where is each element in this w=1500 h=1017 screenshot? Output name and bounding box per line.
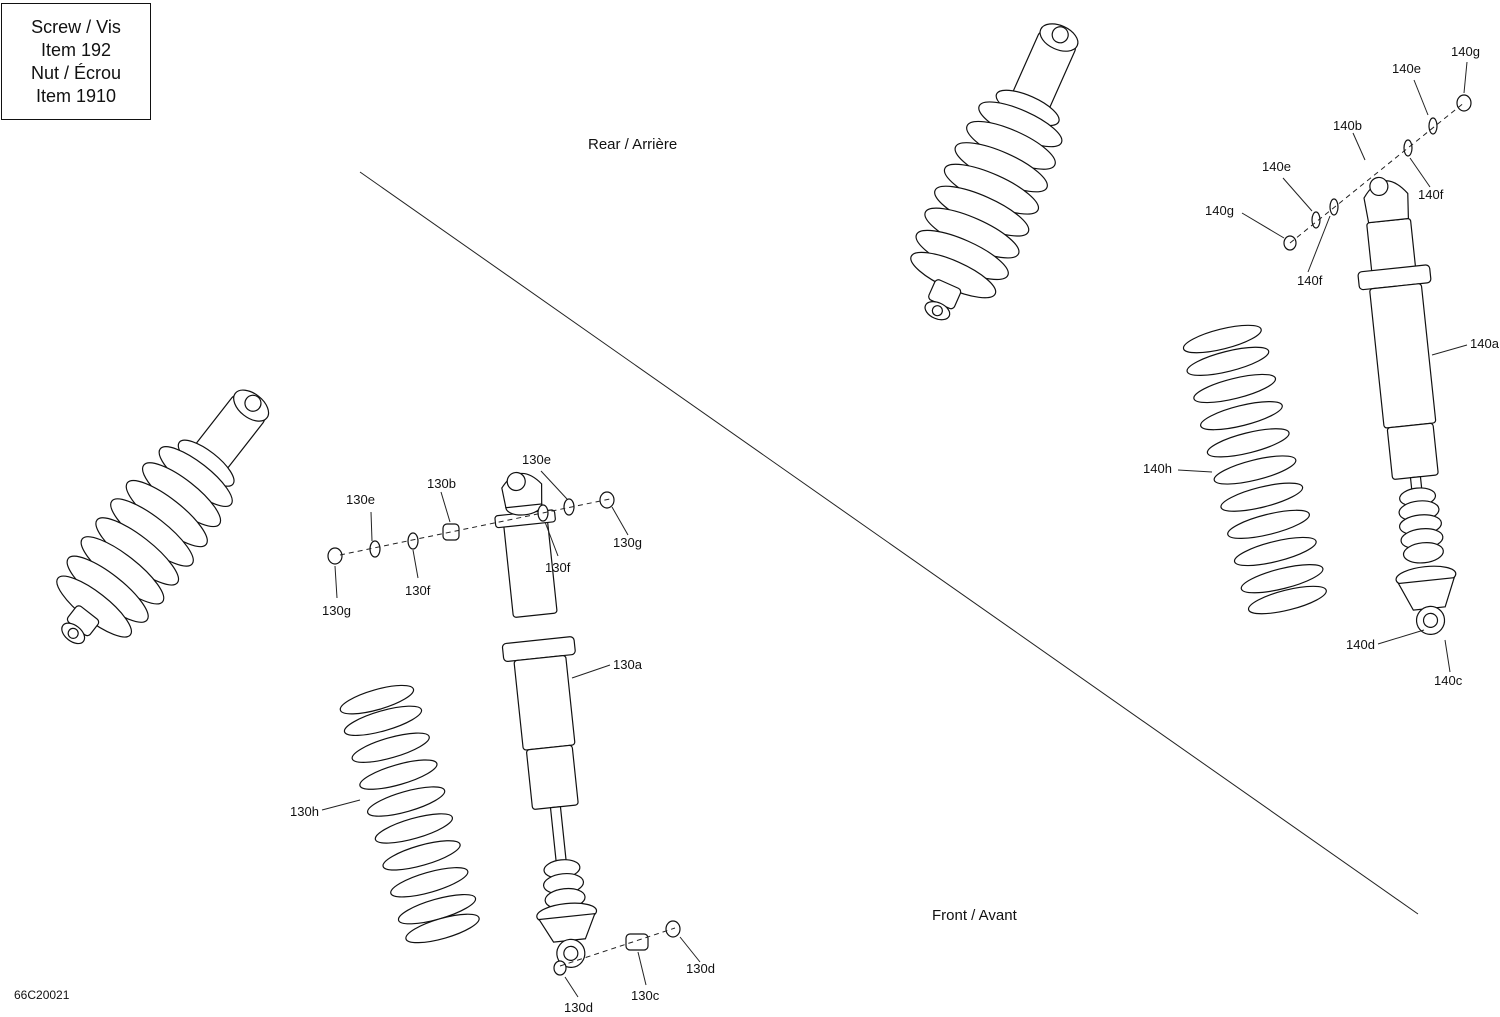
callout-130g-right: 130g bbox=[613, 535, 642, 550]
front-section-label: Front / Avant bbox=[932, 907, 1018, 924]
legend-screw-item: Item 192 bbox=[40, 39, 112, 60]
washer-140f-right bbox=[1403, 139, 1413, 157]
legend-box: Screw / Vis Item 192 Nut / Écrou Item 19… bbox=[1, 3, 151, 120]
callout-140g-right: 140g bbox=[1451, 44, 1480, 59]
callout-140h: 140h bbox=[1143, 461, 1172, 476]
callout-130e-left: 130e bbox=[346, 492, 375, 507]
front-shock-assembled bbox=[56, 389, 270, 645]
rear-shock-exploded: 140b 140e 140g 140e 140g 140f 140f 140a … bbox=[1143, 44, 1500, 688]
callout-140d: 140d bbox=[1346, 637, 1375, 652]
callout-140a: 140a bbox=[1470, 336, 1500, 351]
callout-130h: 130h bbox=[290, 804, 319, 819]
callout-130b: 130b bbox=[427, 476, 456, 491]
washer-140e-right bbox=[1428, 117, 1438, 135]
legend-nut: Nut / Écrou bbox=[30, 62, 122, 83]
rear-section-label: Rear / Arrière bbox=[588, 136, 677, 153]
callout-130f-left: 130f bbox=[405, 583, 431, 598]
washer-130e-right bbox=[563, 498, 575, 516]
callout-130d-left: 130d bbox=[564, 1000, 593, 1015]
callout-130c: 130c bbox=[631, 988, 660, 1003]
nut-140g-right bbox=[1456, 94, 1472, 112]
nut-130g-left bbox=[327, 547, 343, 565]
callout-140g-left: 140g bbox=[1205, 203, 1234, 218]
callout-130f-right: 130f bbox=[545, 560, 571, 575]
legend-screw: Screw / Vis bbox=[31, 16, 121, 37]
callout-140c: 140c bbox=[1434, 673, 1463, 688]
rear-spring bbox=[1182, 324, 1327, 615]
legend-nut-item: Item 1910 bbox=[35, 85, 117, 106]
callout-130a: 130a bbox=[613, 657, 643, 672]
front-spring bbox=[339, 684, 480, 944]
bushing-130b bbox=[442, 523, 460, 541]
callout-130g-left: 130g bbox=[322, 603, 351, 618]
callout-130e-right: 130e bbox=[522, 452, 551, 467]
callout-130d-right: 130d bbox=[686, 961, 715, 976]
callout-140e-right: 140e bbox=[1392, 61, 1421, 76]
front-shock-exploded: 130e 130b 130e 130f 130f 130g 130g 130a … bbox=[290, 452, 715, 1015]
callout-140f-left: 140f bbox=[1297, 273, 1323, 288]
callout-140e-left: 140e bbox=[1262, 159, 1291, 174]
callout-140b: 140b bbox=[1333, 118, 1362, 133]
section-divider bbox=[359, 171, 1419, 915]
callout-140f-right: 140f bbox=[1418, 187, 1444, 202]
nut-130d-left bbox=[553, 960, 567, 976]
reference-code: 66C20021 bbox=[14, 988, 70, 1002]
washer-130f-left bbox=[407, 532, 419, 550]
washer-130e-left bbox=[369, 540, 381, 558]
bushing-130c bbox=[625, 933, 649, 951]
rear-shock-assembled bbox=[910, 23, 1079, 321]
